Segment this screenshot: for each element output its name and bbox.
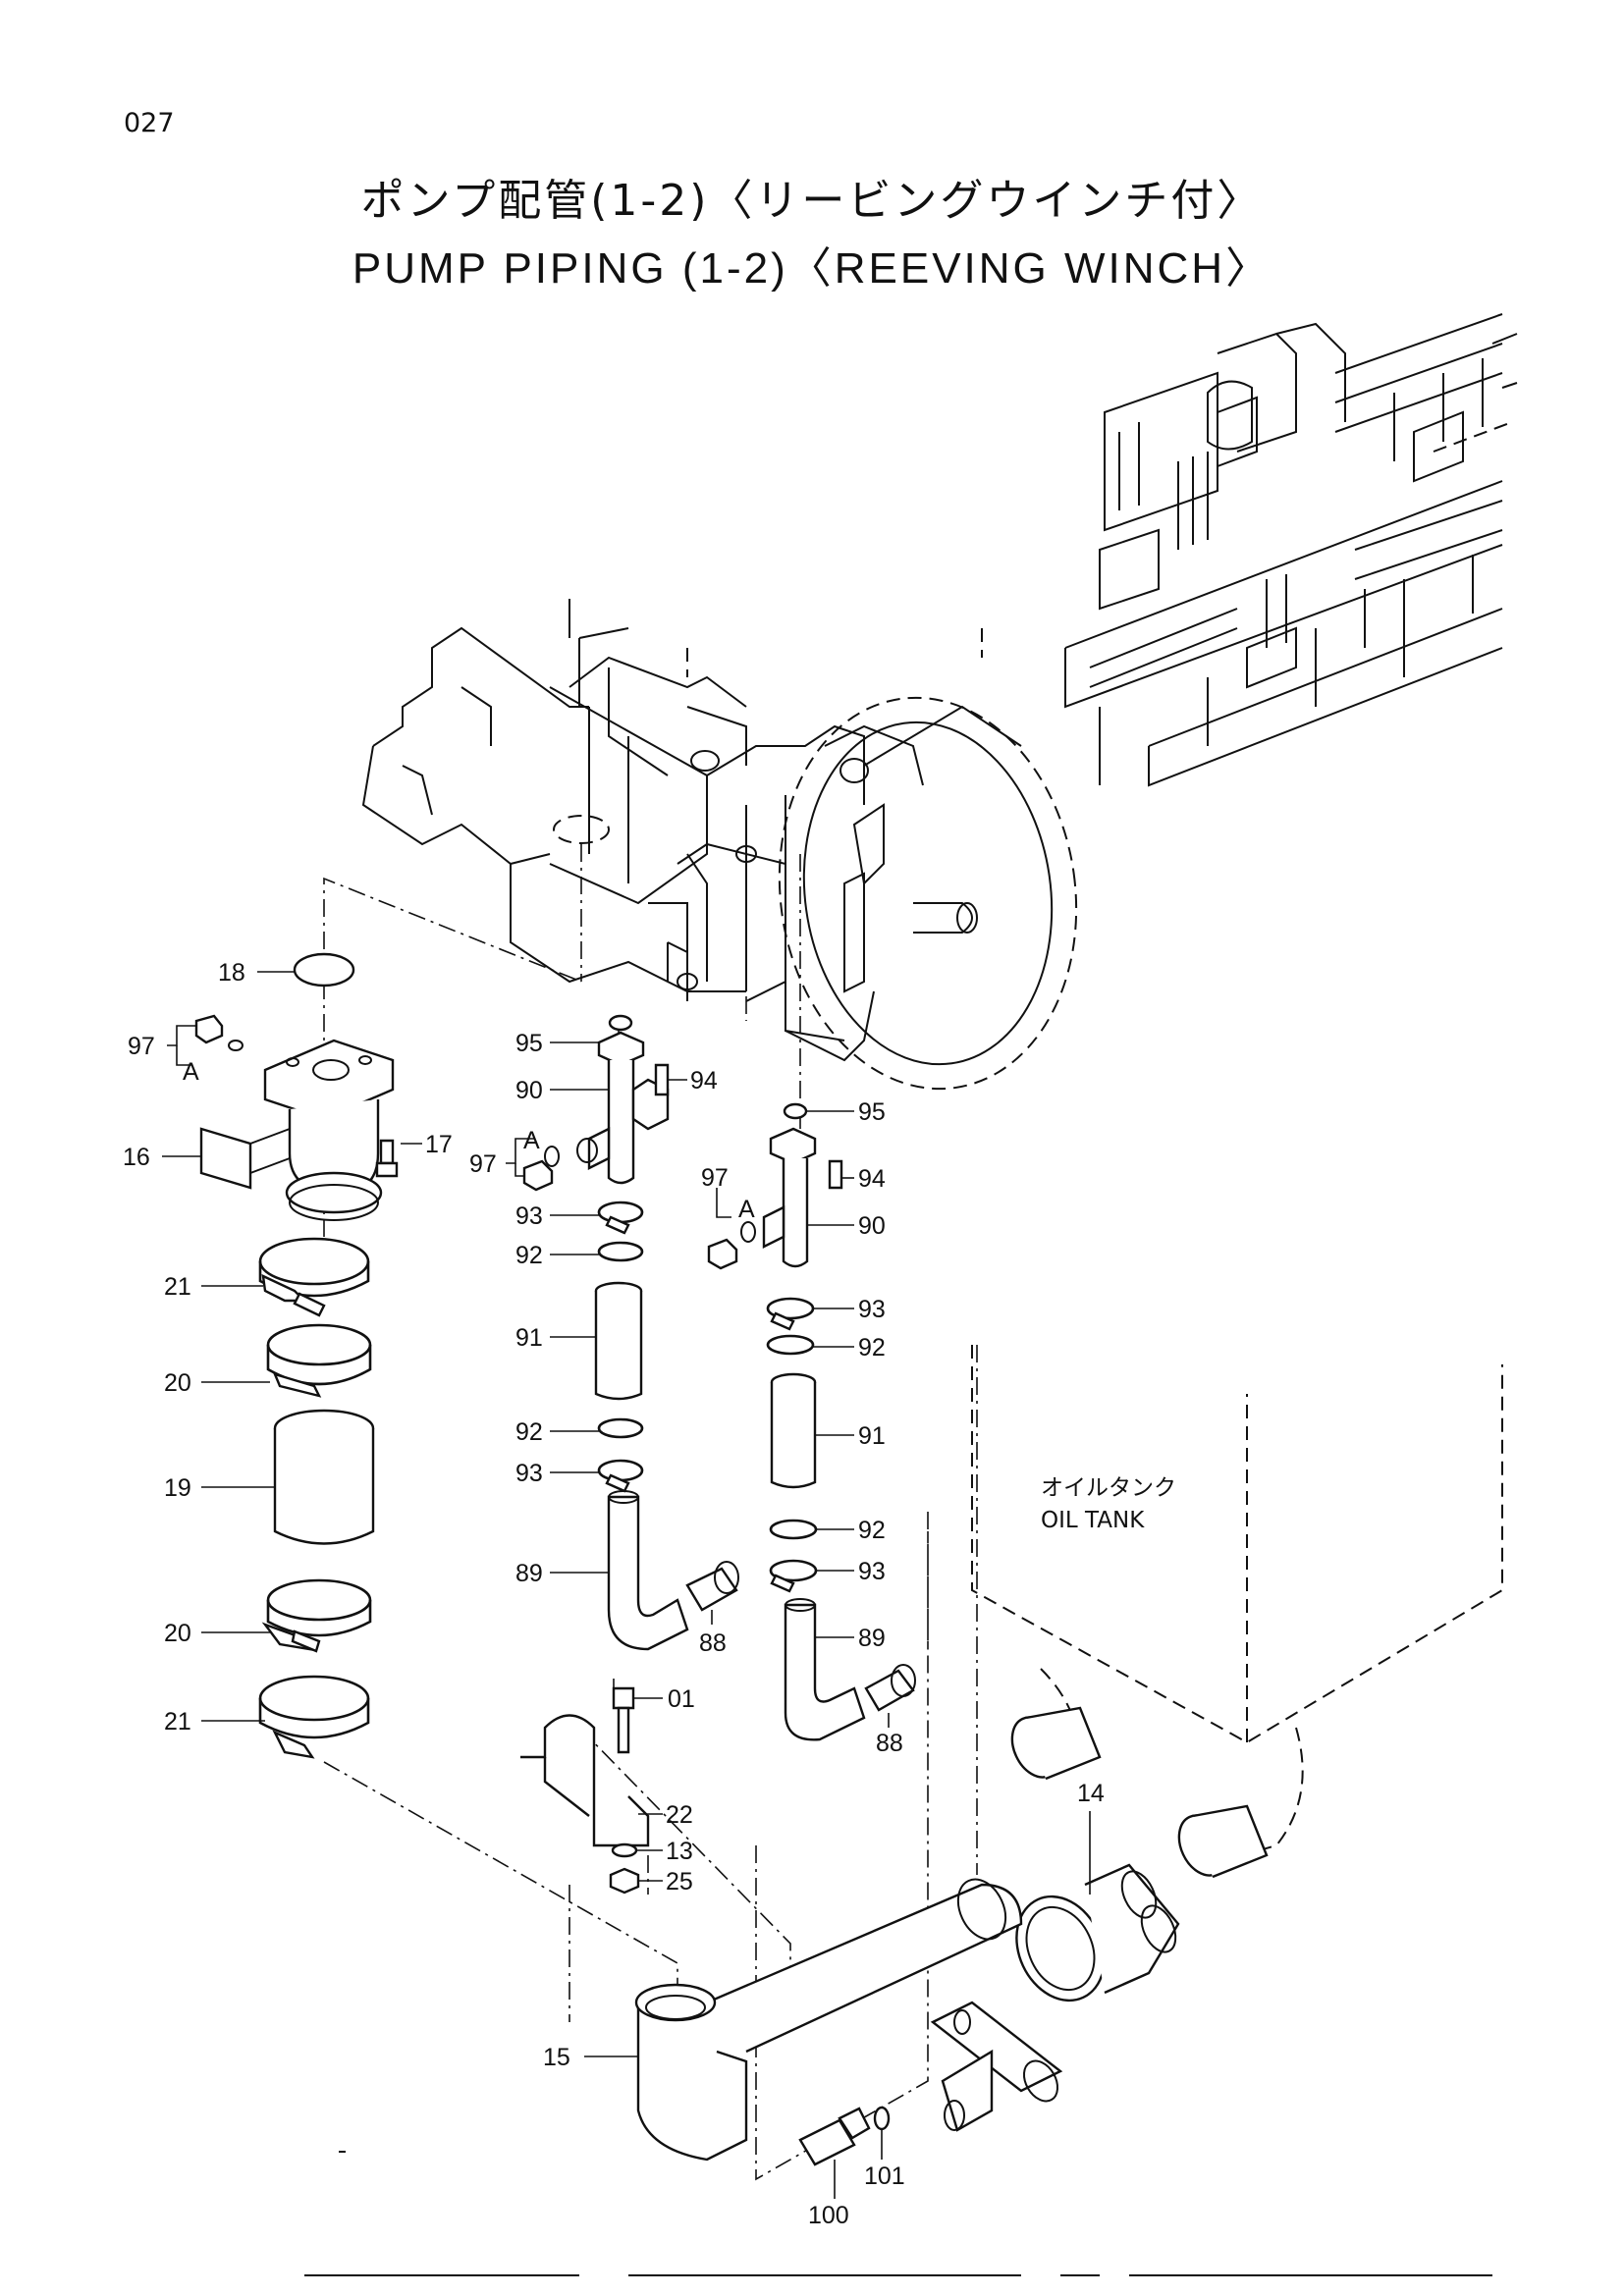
detail-marker-a: A xyxy=(738,1196,755,1223)
callout-101: 101 xyxy=(864,2163,905,2190)
callout-93: 93 xyxy=(515,1202,543,1230)
callout-13: 13 xyxy=(666,1838,693,1865)
callout-14: 14 xyxy=(1077,1780,1105,1807)
callout-92: 92 xyxy=(858,1334,886,1362)
callout-95: 95 xyxy=(515,1030,543,1057)
callout-90: 90 xyxy=(515,1077,543,1104)
oil-tank-illustration xyxy=(971,1345,1503,1879)
callout-21: 21 xyxy=(164,1708,191,1735)
callout-89: 89 xyxy=(858,1625,886,1652)
callout-90: 90 xyxy=(858,1212,886,1240)
oil-tank-label-japanese: オイルタンク xyxy=(1041,1475,1176,1501)
callout-92: 92 xyxy=(515,1242,543,1269)
callout-93: 93 xyxy=(858,1296,886,1323)
page-title-japanese: ポンプ配管(1-2)〈リービングウインチ付〉 xyxy=(360,176,1264,226)
drain-line-parts-left xyxy=(520,1014,739,1895)
callout-92: 92 xyxy=(515,1418,543,1446)
callout-20: 20 xyxy=(164,1620,191,1647)
callout-18: 18 xyxy=(218,959,245,987)
callout-15: 15 xyxy=(543,2044,570,2071)
detail-marker-a: A xyxy=(523,1127,540,1154)
detail-marker-a: A xyxy=(183,1058,199,1086)
callout-93: 93 xyxy=(858,1558,886,1585)
callout-17: 17 xyxy=(425,1131,453,1158)
callout-91: 91 xyxy=(858,1422,886,1450)
callout-89: 89 xyxy=(515,1560,543,1587)
callout-19: 19 xyxy=(164,1474,191,1502)
callout-91: 91 xyxy=(515,1324,543,1352)
callout-97: 97 xyxy=(128,1033,155,1060)
suction-line-parts xyxy=(194,952,399,1759)
callout-labels: 18 97 A 16 17 21 20 19 20 21 95 90 94 97… xyxy=(123,959,1176,2229)
oil-tank-label-english: OIL TANK xyxy=(1041,1508,1145,1533)
page-title-english: PUMP PIPING (1-2)〈REEVING WINCH〉 xyxy=(352,244,1272,293)
callout-88: 88 xyxy=(699,1629,727,1657)
callout-92: 92 xyxy=(858,1517,886,1544)
callout-94: 94 xyxy=(690,1067,718,1095)
callout-94: 94 xyxy=(858,1165,886,1193)
callout-21: 21 xyxy=(164,1273,191,1301)
machine-frame-illustration xyxy=(1064,313,1518,787)
callout-leaders xyxy=(162,971,1091,2199)
callout-95: 95 xyxy=(858,1098,886,1126)
page-number: 027 xyxy=(124,108,175,138)
callout-20: 20 xyxy=(164,1369,191,1397)
callout-100: 100 xyxy=(808,2202,849,2229)
suction-pipe-parts xyxy=(634,1863,1180,2166)
callout-97: 97 xyxy=(701,1164,729,1192)
callout-97: 97 xyxy=(469,1150,497,1178)
callout-93: 93 xyxy=(515,1460,543,1487)
callout-25: 25 xyxy=(666,1868,693,1896)
callout-22: 22 xyxy=(666,1801,693,1829)
callout-16: 16 xyxy=(123,1144,150,1171)
drain-line-parts-right xyxy=(707,1102,916,1741)
footer-rule xyxy=(304,2151,1492,2276)
callout-01: 01 xyxy=(668,1685,695,1713)
hydraulic-pump-illustration xyxy=(361,599,1078,1091)
callout-88: 88 xyxy=(876,1730,903,1757)
